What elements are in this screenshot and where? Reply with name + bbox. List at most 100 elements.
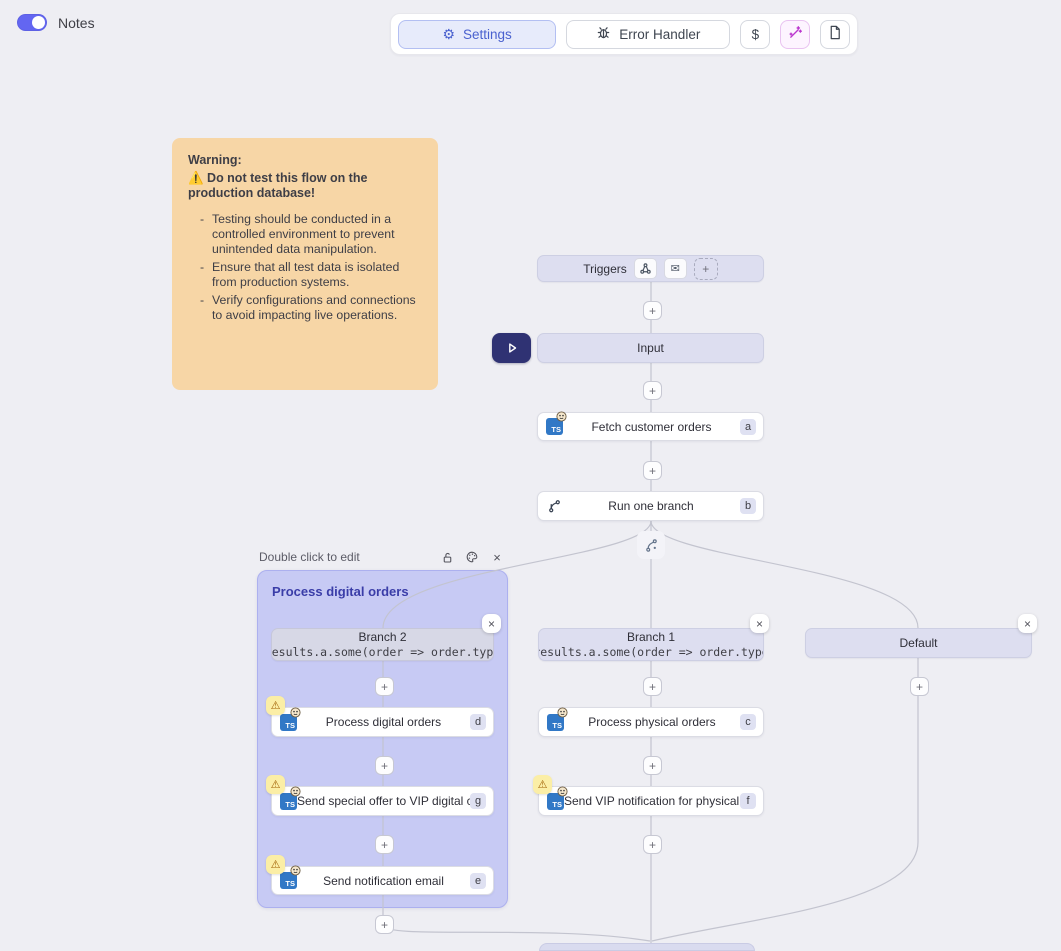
step-label: Fetch customer orders [591, 419, 712, 434]
magic-wand-icon [788, 25, 803, 43]
notes-toggle-group: Notes [17, 14, 95, 31]
add-step-button[interactable]: + [643, 381, 662, 400]
gear-icon: ⚙ [442, 26, 455, 42]
unlock-icon[interactable] [439, 549, 455, 565]
container-tools: × [439, 549, 508, 565]
error-handler-label: Error Handler [619, 26, 701, 42]
typescript-icon: TS [546, 411, 567, 435]
emoji-badge-icon [290, 865, 301, 876]
emoji-badge-icon [557, 706, 568, 718]
settings-button[interactable]: ⚙ Settings [398, 19, 557, 49]
group-container-process-digital-orders[interactable]: Process digital orders [257, 570, 508, 908]
run-flow-button[interactable] [492, 333, 531, 363]
warning-note-alert: ⚠️ Do not test this flow on the producti… [188, 170, 368, 201]
typescript-icon: TS [280, 785, 301, 810]
file-icon [828, 25, 842, 43]
step-node-send-special-offer[interactable]: ⚠ TS Send special offer to VIP digital c… [266, 775, 494, 816]
merge-node-partial[interactable] [539, 943, 755, 951]
warning-note-list: Testing should be conducted in a control… [200, 212, 422, 323]
step-id-badge: g [470, 793, 486, 809]
emoji-badge-icon [557, 785, 568, 797]
add-step-button[interactable]: + [375, 915, 394, 934]
warning-bullet: Ensure that all test data is isolated fr… [200, 260, 422, 290]
add-step-button[interactable]: + [643, 756, 662, 775]
add-step-button[interactable]: + [375, 835, 394, 854]
branch1-node[interactable]: Branch 1 results.a.some(order => order.t… [538, 628, 764, 661]
default-branch-node[interactable]: Default [805, 628, 1032, 658]
step-node-process-digital-orders[interactable]: ⚠ TS Process digital orders d [266, 696, 494, 737]
webhook-icon[interactable] [633, 258, 657, 279]
add-step-button[interactable]: + [375, 677, 394, 696]
bug-icon [596, 25, 611, 43]
dollar-icon: $ [751, 26, 760, 42]
branch-junction-icon[interactable] [637, 531, 665, 559]
typescript-icon: TS [280, 865, 301, 889]
warning-badge-icon: ⚠ [266, 696, 285, 715]
warning-note[interactable]: Warning: ⚠️ Do not test this flow on the… [172, 138, 438, 390]
step-label: Process physical orders [588, 715, 716, 729]
step-node-send-notification-email[interactable]: ⚠ TS Send notification email e [266, 855, 494, 895]
step-id-badge: c [740, 714, 756, 730]
step-id-badge: f [740, 793, 756, 809]
play-icon [508, 343, 516, 353]
step-label: Process digital orders [325, 715, 442, 729]
step-id-badge: d [470, 714, 486, 730]
container-edit-hint: Double click to edit [259, 550, 360, 564]
input-node[interactable]: Input [537, 333, 764, 363]
step-node-fetch-customer-orders[interactable]: TS Fetch customer orders a [537, 411, 764, 441]
input-label: Input [637, 341, 664, 355]
triggers-node[interactable]: Triggers ✉ + [537, 255, 764, 282]
step-label: Send VIP notification for physical... [564, 794, 740, 808]
toggle-knob [32, 16, 45, 29]
step-node-process-physical-orders[interactable]: TS Process physical orders c [538, 706, 764, 737]
warning-bullet: Verify configurations and connections to… [200, 293, 422, 323]
add-step-button[interactable]: + [643, 461, 662, 480]
notes-label: Notes [58, 14, 95, 31]
branch-one-icon [547, 499, 562, 514]
remove-default-branch-button[interactable]: × [1018, 614, 1037, 633]
add-step-button[interactable]: + [643, 835, 662, 854]
error-handler-button[interactable]: Error Handler [566, 19, 731, 49]
triggers-label: Triggers [583, 261, 627, 276]
typescript-icon: TS [547, 785, 568, 810]
branch1-label: Branch 1 [626, 629, 676, 644]
flow-toolbar: ⚙ Settings Error Handler $ [390, 13, 858, 55]
step-node-send-vip-notification[interactable]: ⚠ TS Send VIP notification for physical.… [533, 775, 764, 816]
notes-toggle[interactable] [17, 14, 47, 31]
default-branch-label: Default [899, 636, 938, 650]
warning-badge-icon: ⚠ [266, 855, 285, 874]
typescript-icon: TS [280, 706, 301, 731]
emoji-badge-icon [290, 785, 301, 797]
add-step-button[interactable]: + [643, 301, 662, 320]
step-id-badge: b [740, 498, 756, 514]
step-id-badge: a [740, 418, 756, 435]
add-trigger-button[interactable]: + [693, 257, 718, 280]
ai-wand-button[interactable] [780, 19, 811, 49]
step-label: Send special offer to VIP digital c... [297, 794, 470, 808]
palette-icon[interactable] [464, 549, 480, 565]
container-header: Double click to edit × [257, 549, 508, 565]
add-step-button[interactable]: + [910, 677, 929, 696]
remove-branch1-button[interactable]: × [750, 614, 769, 633]
warning-badge-icon: ⚠ [533, 775, 552, 794]
add-step-button[interactable]: + [643, 677, 662, 696]
export-doc-button[interactable] [820, 19, 850, 49]
step-label: Send notification email [323, 873, 444, 888]
branch1-expression: results.a.some(order => order.type [538, 644, 764, 659]
settings-label: Settings [463, 26, 512, 42]
warning-badge-icon: ⚠ [266, 775, 285, 794]
remove-branch2-button[interactable]: × [482, 614, 501, 633]
close-icon[interactable]: × [493, 549, 501, 565]
container-title: Process digital orders [272, 584, 409, 599]
add-step-button[interactable]: + [375, 756, 394, 775]
warning-bullet: Testing should be conducted in a control… [200, 212, 422, 257]
email-trigger-icon[interactable]: ✉ [663, 258, 687, 279]
emoji-badge-icon [290, 706, 301, 718]
billing-button[interactable]: $ [740, 19, 771, 49]
branch2-node[interactable]: Branch 2 results.a.some(order => order.t… [271, 628, 494, 661]
branch2-expression: results.a.some(order => order.type [271, 644, 494, 659]
step-node-run-one-branch[interactable]: Run one branch b [537, 491, 764, 521]
typescript-icon: TS [547, 706, 568, 731]
step-id-badge: e [470, 872, 486, 889]
